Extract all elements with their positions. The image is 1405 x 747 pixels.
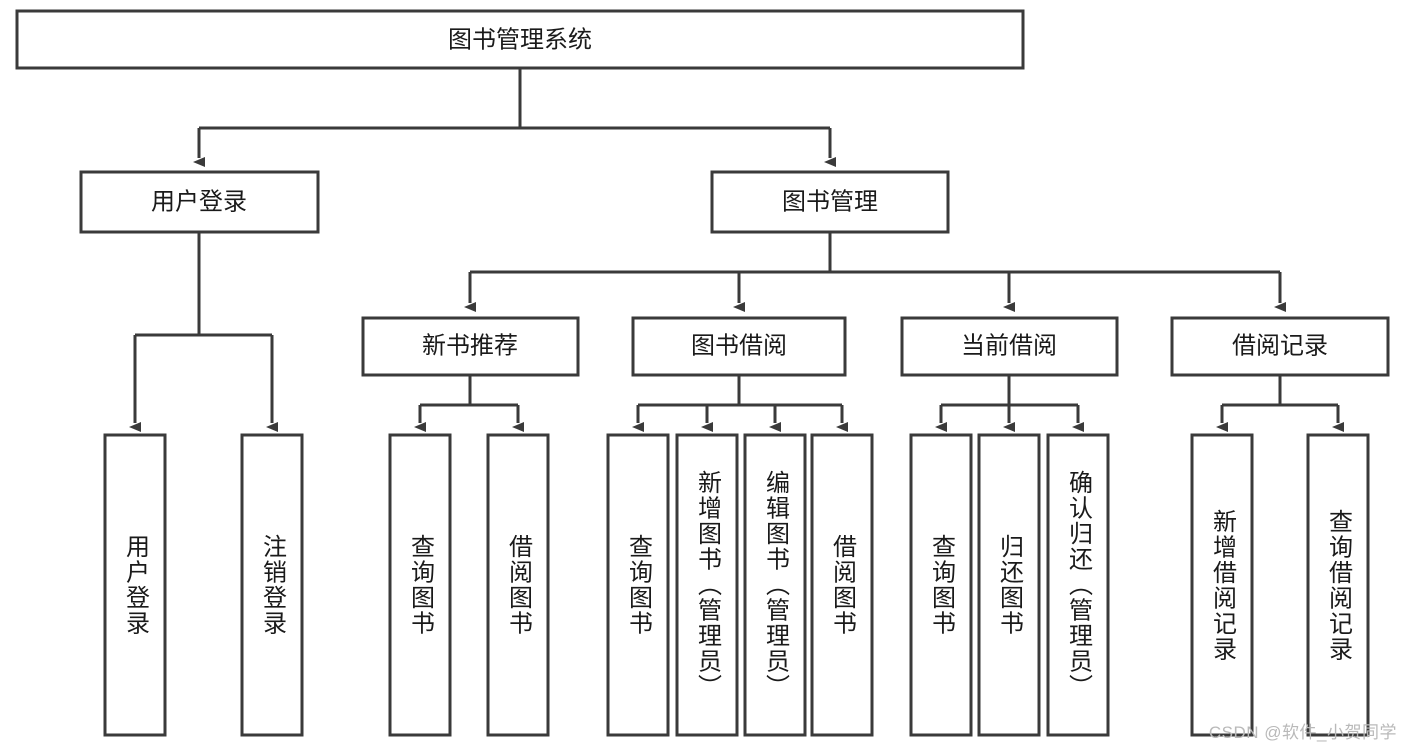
- node-leaf-add-book[interactable]: [675, 433, 739, 737]
- node-user-login[interactable]: [79, 170, 320, 234]
- connector-layer: [129, 68, 1344, 432]
- node-layer: 图书管理系统 用户登录 图书管理 新书推荐 图书借阅 当前借阅 借阅记录: [15, 9, 1390, 737]
- node-book-borrow[interactable]: [631, 316, 847, 377]
- node-leaf-edit-book[interactable]: [743, 433, 807, 737]
- node-leaf-return-book[interactable]: [977, 433, 1041, 737]
- node-leaf-logout-login[interactable]: [240, 433, 304, 737]
- node-borrow-record-label: 借阅记录: [1232, 332, 1328, 359]
- node-current-borrow-label: 当前借阅: [961, 332, 1057, 359]
- node-leaf-user-login[interactable]: [103, 433, 167, 737]
- node-borrow-record[interactable]: [1170, 316, 1390, 377]
- node-user-login-label: 用户登录: [151, 188, 247, 215]
- node-book-management-label: 图书管理: [782, 188, 878, 215]
- node-new-book-recommend[interactable]: [361, 316, 580, 377]
- node-leaf-query-book-1[interactable]: [388, 433, 452, 737]
- node-current-borrow[interactable]: [900, 316, 1119, 377]
- node-leaf-query-borrow-record[interactable]: [1306, 433, 1370, 737]
- node-leaf-confirm-return[interactable]: [1046, 433, 1110, 737]
- node-leaf-borrow-book-2[interactable]: [810, 433, 874, 737]
- node-new-book-recommend-label: 新书推荐: [422, 332, 518, 359]
- node-leaf-query-book-2[interactable]: [606, 433, 670, 737]
- node-root-label: 图书管理系统: [448, 26, 592, 53]
- node-book-management[interactable]: [710, 170, 950, 234]
- node-book-borrow-label: 图书借阅: [691, 332, 787, 359]
- node-leaf-query-book-3[interactable]: [909, 433, 973, 737]
- csdn-watermark: CSDN @软件_小贺同学: [1208, 723, 1397, 742]
- node-root[interactable]: [15, 9, 1025, 70]
- node-leaf-add-borrow-record[interactable]: [1190, 433, 1254, 737]
- node-leaf-borrow-book-1[interactable]: [486, 433, 550, 737]
